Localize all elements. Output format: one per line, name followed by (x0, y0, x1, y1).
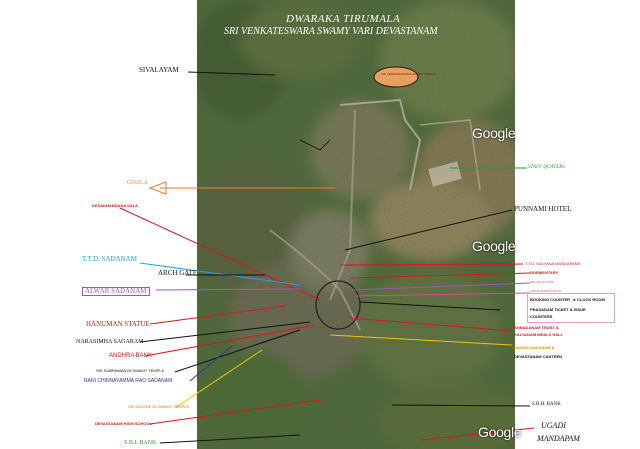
sivalayam-label: SIVALAYAM (139, 66, 179, 74)
ttd-kalyana-mandapams-label: T.T.D. KALYANA MANDAPAMS (525, 261, 581, 266)
narasimha-sagaram-label: NARASIMHA SAGARAM (76, 339, 144, 345)
ugadi-label: UGADI (541, 421, 566, 430)
alwar-sadanam-label: ALWAR SADANAM (82, 287, 150, 296)
google-watermark: Google (472, 238, 516, 254)
annadanam-trust-label: ANNADANAM TRUST & (514, 325, 559, 330)
sri-subramanya-temple-label: SRI SUBRAMANYA SWAMY TEMPLE (96, 368, 165, 373)
prasadam-ticket-label: PRASADAM TICKET & ISSUE (530, 307, 586, 312)
booking-box (527, 293, 615, 323)
hanuman-statue-label: HANUMAN STATUE (86, 320, 150, 328)
sri-anjaneya-temple-label: SRI ANJANEYA SWAMY TEMPLE (128, 404, 190, 409)
dormentary-label: DORMENTARY (530, 270, 559, 275)
goala-label: GOALA (127, 180, 148, 186)
office-kiosk-label: OFFICE & KIOSK (530, 280, 554, 284)
booking-counter-label: BOOKING COUNTER (530, 297, 570, 302)
punnami-hotel-label: PUNNAMI HOTEL (514, 205, 572, 213)
cloak-room-label: & CLOCK ROOM (573, 297, 605, 302)
mandapam-label: MANDAPAM (537, 434, 580, 443)
ttd-sadanam-label: T.T.D. SADANAM (82, 255, 137, 263)
kalyanam-meals-hall-label: KALYANAM MEALS HALL (514, 332, 564, 337)
annadanam-statue-label: ANNADANAM STATUE (530, 289, 562, 293)
title-line-2: SRI VENKATESWARA SWAMY VARI DEVASTANAM (224, 26, 438, 37)
sbh-bank-label: S.B.H. BANK (532, 402, 561, 407)
andhra-bank-label: ANDHRA BANK (109, 353, 153, 359)
devasthanam-school-label: DEVASTANAM HIGH SCHOOL (95, 421, 152, 426)
devasthanam-canteen-label: DEVASTANAM CANTEEN (514, 354, 563, 359)
google-watermark: Google (478, 424, 522, 440)
google-watermark: Google (472, 125, 516, 141)
staff-quaters-label: STAFF QUATERS (528, 165, 565, 170)
title-line-1: DWARAKA TIRUMALA (286, 13, 401, 25)
rani-chinnayamma-sadanam-label: RANI CHINNAYAMMA RAO SADANAM (84, 378, 173, 384)
bagag-sadanam-label: BAGAG SADANAM & (514, 345, 555, 350)
kesakhandana-sala-label: KESAKHANDANA SALA (92, 203, 139, 208)
top-oval-label: SRI VENKATESWARA SWAMY TEMPLE (381, 72, 437, 76)
counters-label: COUNTERS (530, 314, 553, 319)
arch-gate-label: ARCH GATE (158, 269, 198, 277)
sbi-bank-label: S.B.I. BANK (124, 440, 157, 446)
